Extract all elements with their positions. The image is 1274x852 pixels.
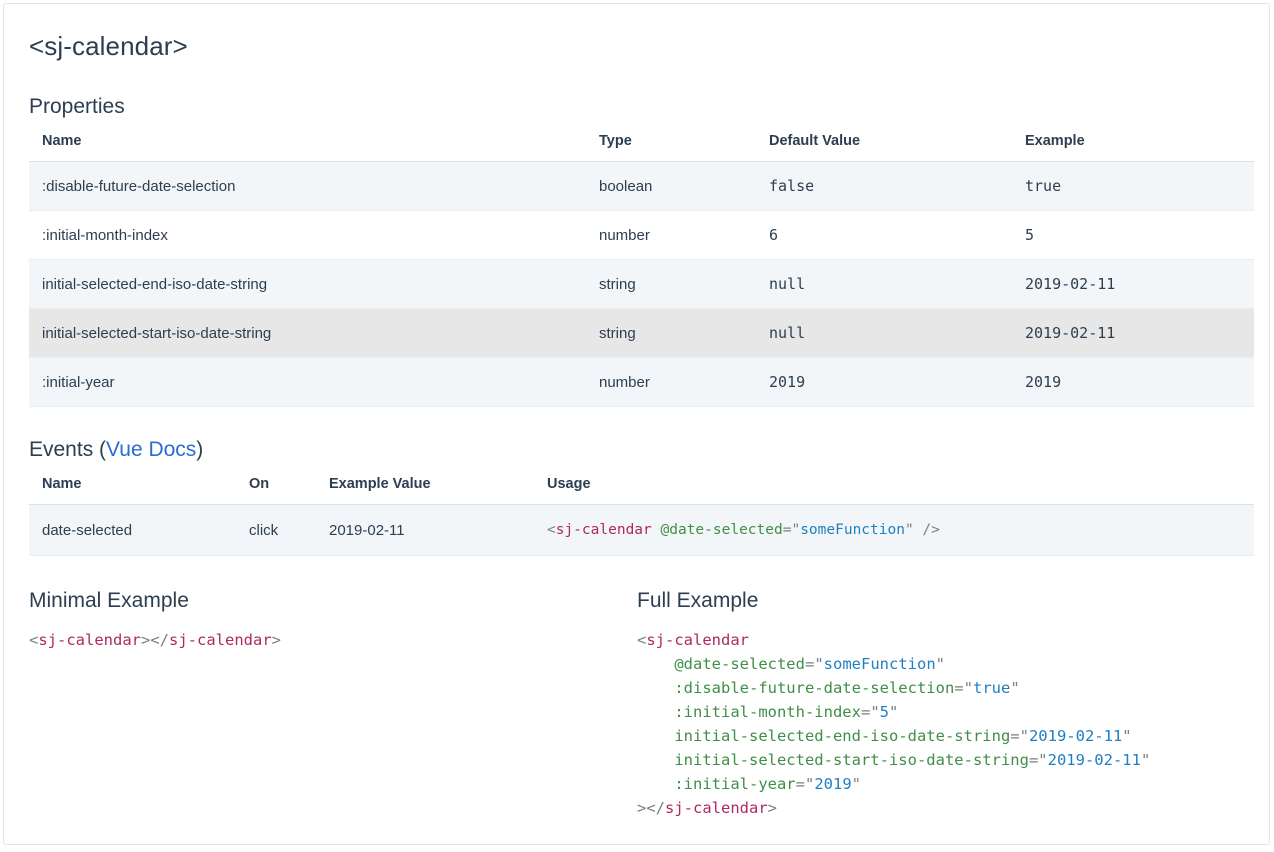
property-type: boolean [586,161,756,211]
code-attribute-name: @date-selected [674,655,805,673]
code-attribute-value: someFunction [823,655,936,673]
code-attribute-name: :initial-month-index [674,703,861,721]
code-attribute-name: initial-selected-end-iso-date-string [674,727,1011,745]
documentation-card: <sj-calendar> Properties Name Type Defau… [3,3,1270,845]
property-name: :initial-month-index [29,210,586,260]
properties-table: Name Type Default Value Example :disable… [29,133,1254,407]
property-type: number [586,357,756,407]
column-header-name: Name [29,133,586,162]
table-row[interactable]: initial-selected-end-iso-date-string str… [29,259,1254,309]
vue-docs-link[interactable]: Vue Docs [106,438,197,461]
column-header-example-value: Example Value [316,476,534,505]
column-header-type: Type [586,133,756,162]
code-attribute-name: :initial-year [674,775,796,793]
table-header-row: Name Type Default Value Example [29,133,1254,162]
code-quote-open: " [791,522,801,538]
code-equals: = [782,522,792,538]
code-close-bracket: > [141,631,151,649]
code-self-close: /> [913,522,940,538]
code-closing-tag-name: sj-calendar [665,799,768,817]
code-attribute-value: 2019 [814,775,852,793]
event-on: click [236,504,316,556]
code-attribute-value: 2019-02-11 [1028,727,1123,745]
property-type: number [586,210,756,260]
property-example: 2019 [1012,357,1254,407]
code-quote-close: " [904,522,914,538]
full-example-heading: Full Example [637,589,759,612]
table-row[interactable]: :initial-year number 2019 2019 [29,357,1254,407]
table-row[interactable]: initial-selected-start-iso-date-string s… [29,308,1254,358]
property-name: :disable-future-date-selection [29,161,586,211]
property-type: string [586,259,756,309]
code-open-bracket: < [547,522,556,538]
property-example: true [1012,161,1254,211]
full-example-column: Full Example <sj-calendar @date-selected… [637,556,1245,820]
code-attribute-value: 2019-02-11 [1047,751,1141,769]
minimal-example-column: Minimal Example <sj-calendar></sj-calend… [29,556,637,820]
events-table: Name On Example Value Usage date-selecte… [29,476,1254,556]
table-row[interactable]: :disable-future-date-selection boolean f… [29,161,1254,211]
property-type: string [586,308,756,358]
code-attribute-value: true [972,679,1011,697]
page-title: <sj-calendar> [29,31,188,61]
property-example: 2019-02-11 [1012,259,1254,309]
property-default-value: false [756,161,1012,211]
events-heading-suffix: ) [196,438,204,461]
table-row[interactable]: date-selected click 2019-02-11 <sj-calen… [29,504,1254,556]
property-example: 5 [1012,210,1254,260]
code-closing-tag-open: </ [150,631,170,649]
code-tag-name: sj-calendar [38,631,141,649]
code-open-bracket: < [637,631,647,649]
table-header-row: Name On Example Value Usage [29,476,1254,505]
column-header-example: Example [1012,133,1254,162]
code-space [652,522,661,538]
property-example: 2019-02-11 [1012,308,1254,358]
code-attribute-value: someFunction [800,522,905,538]
code-closing-tag-name: sj-calendar [169,631,272,649]
property-default-value: 6 [756,210,1012,260]
code-tag-name: sj-calendar [646,631,749,649]
property-default-value: null [756,259,1012,309]
event-usage-code: <sj-calendar @date-selected="someFunctio… [534,504,1254,556]
property-name: initial-selected-start-iso-date-string [29,308,586,358]
table-row[interactable]: :initial-month-index number 6 5 [29,210,1254,260]
minimal-example-code: <sj-calendar></sj-calendar> [29,628,637,652]
property-name: initial-selected-end-iso-date-string [29,259,586,309]
column-header-name: Name [29,476,236,505]
column-header-usage: Usage [534,476,1254,505]
events-heading-prefix: Events ( [29,438,107,461]
event-example-value: 2019-02-11 [316,504,534,556]
properties-heading: Properties [29,95,125,118]
code-tag-name: sj-calendar [555,522,652,538]
events-heading: Events (Vue Docs) [29,435,1245,465]
code-attribute-value: 5 [879,703,889,721]
code-open-bracket: < [29,631,39,649]
property-default-value: null [756,308,1012,358]
event-name: date-selected [29,504,236,556]
code-closing-bracket: > [767,799,778,817]
code-closing-bracket: > [271,631,282,649]
column-header-default-value: Default Value [756,133,1012,162]
property-name: :initial-year [29,357,586,407]
examples-section: Minimal Example <sj-calendar></sj-calend… [29,556,1245,820]
full-example-code: <sj-calendar @date-selected="someFunctio… [637,631,1151,817]
minimal-example-heading: Minimal Example [29,589,189,612]
code-attribute-name: @date-selected [660,522,783,538]
column-header-on: On [236,476,316,505]
code-tag-end: > [637,799,647,817]
code-closing-tag-open: </ [646,799,666,817]
code-attribute-name: initial-selected-start-iso-date-string [674,751,1029,769]
property-default-value: 2019 [756,357,1012,407]
code-attribute-name: :disable-future-date-selection [674,679,955,697]
